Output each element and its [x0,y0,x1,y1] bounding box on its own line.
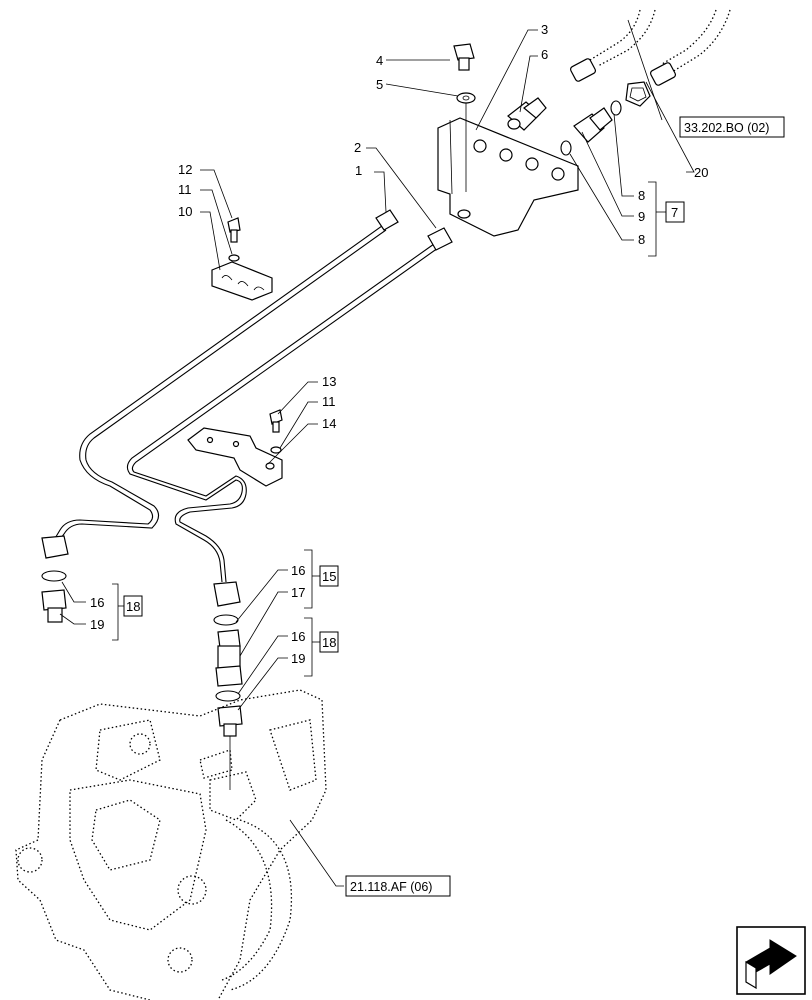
callout-5: 5 [376,77,383,92]
bolt-4 [453,43,475,71]
fitting-9 [573,107,613,143]
next-page-arrow-icon[interactable] [736,926,806,995]
callout-17: 17 [291,585,305,600]
plate-14 [187,427,283,487]
callout-11-lower: 11 [322,394,336,409]
callout-18-left: 18 [126,599,140,614]
callout-15: 15 [322,569,336,584]
callout-10: 10 [178,204,192,219]
callout-16-left: 16 [90,595,104,610]
callout-19-left: 19 [90,617,104,632]
callout-18-center: 18 [322,635,336,650]
clamp-10 [211,261,273,301]
o-ring-8-lower [560,140,572,156]
callout-11-upper: 11 [178,182,192,197]
kit-box-18-center [319,631,339,653]
callout-2: 2 [354,140,361,155]
adapter-17 [215,629,243,687]
callout-1: 1 [355,163,362,178]
callout-16-center: 16 [291,563,305,578]
pipe-1-nut [375,209,399,231]
callout-13: 13 [322,374,336,389]
group-brackets [112,181,666,677]
locknut-20 [625,81,651,107]
callout-8-lower: 8 [638,232,645,247]
o-ring-16a [41,570,67,582]
o-ring-16b [213,614,239,626]
callout-4: 4 [376,53,383,68]
pipe-2-lower-nut [213,581,241,607]
callout-20: 20 [694,165,708,180]
callout-12: 12 [178,162,192,177]
leader-lines [59,19,695,887]
ref-box-lower[interactable] [345,875,451,897]
pipe-2 [126,227,453,607]
ref-lower[interactable]: 21.118.AF (06) [350,880,432,894]
ref-box-upper[interactable] [679,116,785,138]
hydraulic-hoses [569,9,731,107]
kit-box-7 [665,201,685,223]
fitting-19b [217,705,243,737]
fitting-19a [41,589,67,623]
washer-11a [228,254,240,262]
callout-14: 14 [322,416,336,431]
kit-box-18-left [123,595,143,617]
fitting-6 [507,97,547,131]
callout-19-center: 19 [291,651,305,666]
washer-5 [456,92,476,104]
callout-6: 6 [541,47,548,62]
transmission-housing [15,689,327,1000]
callout-8-upper: 8 [638,188,645,203]
callout-16-lower: 16 [291,629,305,644]
screw-12 [227,217,241,243]
washer-11b [270,446,282,454]
callout-9: 9 [638,209,645,224]
screw-13 [269,409,283,433]
o-ring-16c [215,690,241,702]
bracket-3 [437,117,579,237]
o-ring-8-upper [610,100,622,116]
ref-upper[interactable]: 33.202.BO (02) [684,121,769,135]
pipe-1 [41,209,399,559]
kit-box-15 [319,565,339,587]
callout-7: 7 [671,205,678,220]
callout-3: 3 [541,22,548,37]
pipe-2-nut [427,227,453,251]
pipe-1-lower-nut [41,535,69,559]
